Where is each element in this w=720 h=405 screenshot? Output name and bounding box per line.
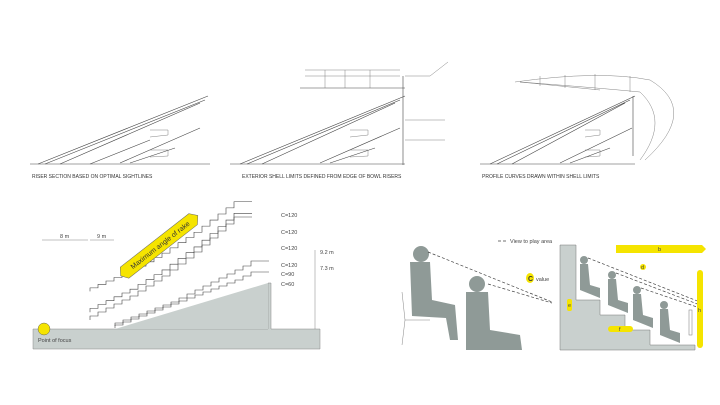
spectator-figures (580, 256, 680, 343)
seated-figure (466, 276, 522, 350)
c-label: C=60 (281, 282, 294, 288)
exterior-shell-panel: EXTERIOR SHELL LIMITS DEFINED FROM EDGE … (230, 61, 449, 180)
profile-curves-panel: PROFILE CURVES DRAWN WITHIN SHELL LIMITS (480, 74, 674, 180)
panel-caption: RISER SECTION BASED ON OPTIMAL SIGHTLINE… (32, 174, 153, 180)
distance-label: 8 m (60, 234, 70, 240)
max-rake-banner: Maximum angle of rake (119, 213, 199, 279)
c-label: C=90 (281, 272, 294, 278)
dim-e: e (568, 303, 571, 309)
dimension-f-bar (608, 326, 633, 332)
height-label: 7.3 m (320, 266, 334, 272)
distance-label: 9 m (97, 234, 107, 240)
dim-h: h (698, 308, 701, 314)
dimension-b-bar (616, 245, 706, 253)
point-of-focus-label: Point of focus (38, 338, 72, 344)
c-label: C=120 (281, 263, 297, 269)
panel-caption: PROFILE CURVES DRAWN WITHIN SHELL LIMITS (482, 174, 600, 180)
view-legend: View to play area (510, 239, 553, 245)
seated-figure (410, 246, 458, 340)
c-label: C=120 (281, 246, 297, 252)
point-of-focus-marker (37, 322, 51, 336)
dimension-e-bar (567, 299, 572, 311)
dimension-h-bar (697, 270, 703, 348)
c-label: C=120 (281, 230, 297, 236)
c-label: C=120 (281, 213, 297, 219)
panel-caption: EXTERIOR SHELL LIMITS DEFINED FROM EDGE … (242, 174, 402, 180)
dim-b: b (658, 247, 661, 253)
svg-text:Maximum angle of rake: Maximum angle of rake (130, 221, 192, 271)
dim-f: f (619, 327, 621, 333)
c-value-letter: C (528, 276, 533, 283)
c-value-label: value (536, 277, 549, 283)
dim-d: d (641, 265, 644, 271)
sightline-diagram: View to play area C value b d e f (401, 239, 706, 351)
height-label: 9.2 m (320, 250, 334, 256)
rake-diagram: Point of focus 8 m 9 m Maximum angle of … (32, 201, 334, 350)
riser-section-panel: RISER SECTION BASED ON OPTIMAL SIGHTLINE… (30, 95, 210, 180)
